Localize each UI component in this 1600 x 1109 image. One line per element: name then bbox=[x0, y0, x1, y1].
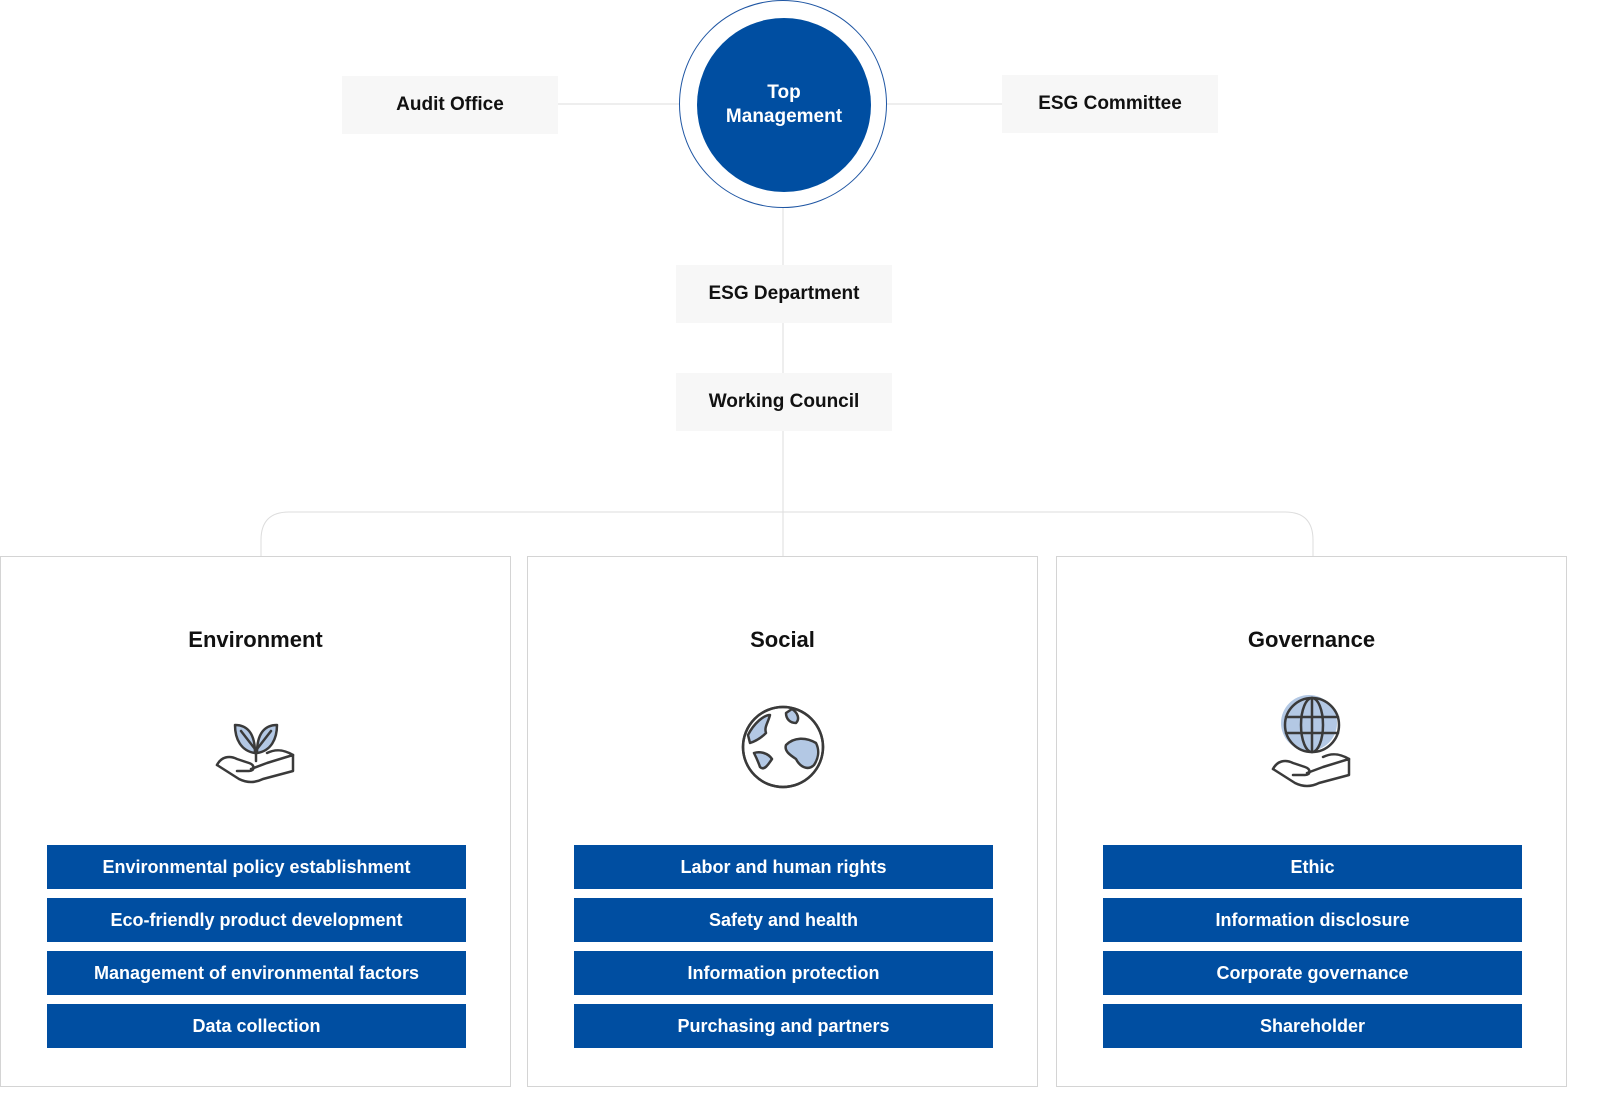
environment-pillar: Environment Environmental policy establi… bbox=[0, 556, 511, 1087]
working-council-label: Working Council bbox=[708, 391, 860, 412]
environment-item[interactable]: Data collection bbox=[47, 1004, 466, 1048]
esg-committee-box[interactable]: ESG Committee bbox=[1002, 75, 1218, 133]
plant-in-hand-icon bbox=[215, 723, 294, 784]
working-council-box[interactable]: Working Council bbox=[676, 373, 892, 431]
esg-committee-label: ESG Committee bbox=[1038, 93, 1182, 114]
social-item[interactable]: Information protection bbox=[574, 951, 993, 995]
governance-pillar: Governance Ethic Information disclosure … bbox=[1056, 556, 1567, 1087]
environment-item[interactable]: Management of environmental factors bbox=[47, 951, 466, 995]
pillar-title: Governance bbox=[1247, 627, 1376, 652]
pillar-title: Social bbox=[750, 627, 815, 652]
governance-item[interactable]: Corporate governance bbox=[1103, 951, 1522, 995]
governance-item[interactable]: Shareholder bbox=[1103, 1004, 1522, 1048]
top-management-node[interactable]: Top Management bbox=[697, 18, 871, 192]
governance-item[interactable]: Ethic bbox=[1103, 845, 1522, 889]
environment-item[interactable]: Eco-friendly product development bbox=[47, 898, 466, 942]
top-management-line1: Top bbox=[767, 82, 801, 103]
social-pillar: Social Labor and human rights Safety and… bbox=[527, 556, 1038, 1087]
environment-item[interactable]: Environmental policy establishment bbox=[47, 845, 466, 889]
globe-in-hand-icon bbox=[1271, 695, 1350, 788]
social-item[interactable]: Labor and human rights bbox=[574, 845, 993, 889]
social-item[interactable]: Purchasing and partners bbox=[574, 1004, 993, 1048]
pillar-title: Environment bbox=[188, 627, 323, 652]
audit-office-label: Audit Office bbox=[396, 94, 504, 115]
top-management-line2: Management bbox=[725, 106, 843, 127]
governance-item[interactable]: Information disclosure bbox=[1103, 898, 1522, 942]
globe-icon bbox=[741, 705, 824, 789]
esg-department-label: ESG Department bbox=[708, 283, 860, 304]
social-item[interactable]: Safety and health bbox=[574, 898, 993, 942]
esg-department-box[interactable]: ESG Department bbox=[676, 265, 892, 323]
audit-office-box[interactable]: Audit Office bbox=[342, 76, 558, 134]
